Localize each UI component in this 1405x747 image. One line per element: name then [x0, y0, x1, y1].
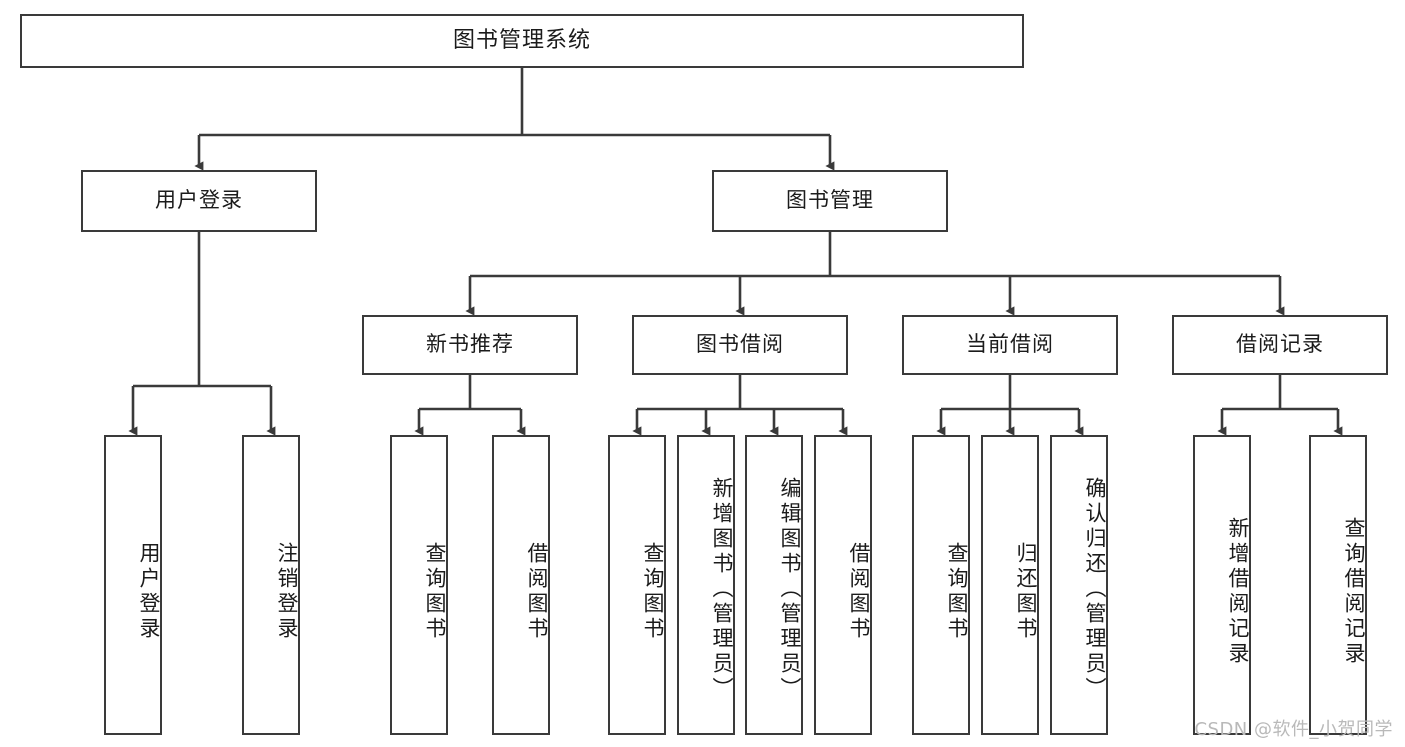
leaf-return-book[interactable]: 归还图书	[981, 435, 1039, 735]
leaf-borrow-book-borrow[interactable]: 借阅图书	[814, 435, 872, 735]
node-borrow-record[interactable]: 借阅记录	[1172, 315, 1388, 375]
leaf-confirm-return-admin[interactable]: 确认归还（管理员）	[1050, 435, 1108, 735]
csdn-watermark: CSDN @软件_小贺同学	[1194, 719, 1393, 740]
leaf-borrow-book-recommend[interactable]: 借阅图书	[492, 435, 550, 735]
leaf-user-login[interactable]: 用户登录	[104, 435, 162, 735]
leaf-query-book-recommend[interactable]: 查询图书	[390, 435, 448, 735]
node-book-borrow[interactable]: 图书借阅	[632, 315, 848, 375]
leaf-query-borrow-record[interactable]: 查询借阅记录	[1309, 435, 1367, 735]
node-user-login[interactable]: 用户登录	[81, 170, 317, 232]
leaf-add-borrow-record[interactable]: 新增借阅记录	[1193, 435, 1251, 735]
node-current-borrow[interactable]: 当前借阅	[902, 315, 1118, 375]
leaf-query-book-current[interactable]: 查询图书	[912, 435, 970, 735]
node-root-system[interactable]: 图书管理系统	[20, 14, 1024, 68]
leaf-query-book-borrow[interactable]: 查询图书	[608, 435, 666, 735]
node-new-book-recommend[interactable]: 新书推荐	[362, 315, 578, 375]
leaf-logout-login[interactable]: 注销登录	[242, 435, 300, 735]
leaf-add-book-admin[interactable]: 新增图书（管理员）	[677, 435, 735, 735]
node-book-management[interactable]: 图书管理	[712, 170, 948, 232]
leaf-edit-book-admin[interactable]: 编辑图书（管理员）	[745, 435, 803, 735]
